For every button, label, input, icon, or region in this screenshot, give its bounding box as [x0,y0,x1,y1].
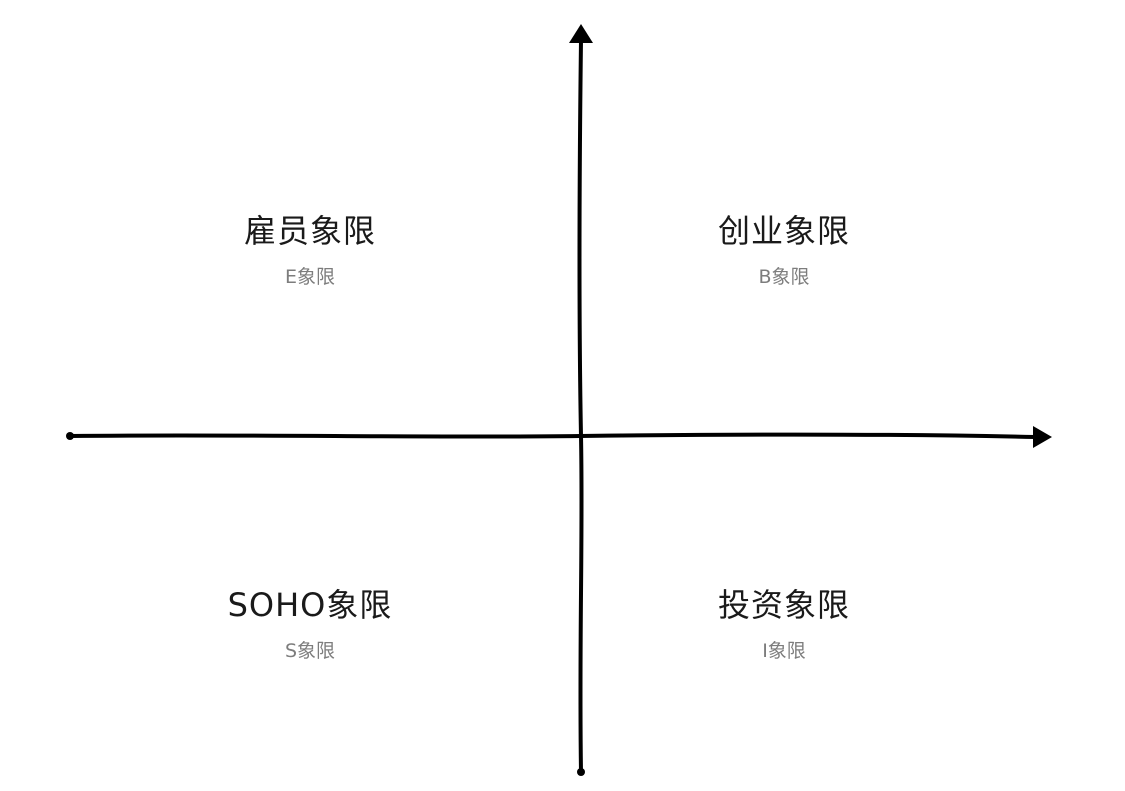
quadrant-subtitle: S象限 [284,640,336,662]
quadrant-title: 创业象限 [717,212,850,250]
right-arrow-icon [1033,426,1052,448]
quadrant-investment: 投资象限 I象限 [654,585,914,663]
quadrant-employee: 雇员象限 E象限 [180,211,440,289]
vertical-axis-start-dot [577,768,585,776]
quadrant-subtitle: I象限 [762,640,806,662]
quadrant-title: 投资象限 [717,586,850,624]
quadrant-business: 创业象限 B象限 [654,211,914,289]
quadrant-subtitle: B象限 [758,266,810,288]
vertical-axis [569,24,593,776]
horizontal-axis [66,426,1052,448]
quadrant-title: SOHO象限 [227,586,393,624]
quadrant-subtitle: E象限 [284,266,335,288]
quadrant-soho: SOHO象限 S象限 [180,585,440,663]
quadrant-title: 雇员象限 [243,212,376,250]
horizontal-axis-start-dot [66,432,74,440]
up-arrow-icon [569,24,593,43]
